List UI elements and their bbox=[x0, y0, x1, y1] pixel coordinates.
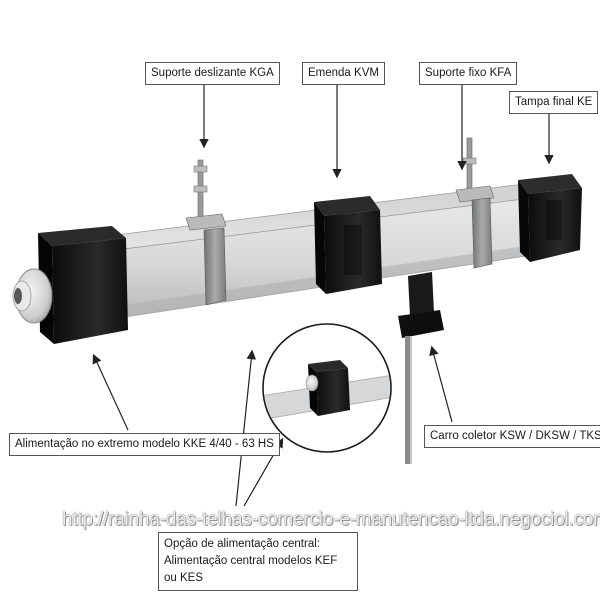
joint-cover bbox=[314, 196, 382, 294]
cable-gland-hole bbox=[14, 288, 22, 304]
trolley-cable-highlight bbox=[410, 336, 412, 464]
watermark-url: http://rainha-das-telhas-comercio-e-manu… bbox=[62, 509, 600, 530]
end-cap-front bbox=[528, 188, 582, 262]
end-feed-front bbox=[52, 238, 128, 344]
central-feed-detail bbox=[262, 323, 392, 453]
end-cap-recess bbox=[546, 200, 562, 240]
detail-feed-box bbox=[316, 368, 350, 416]
fixed-support-rod bbox=[466, 137, 473, 197]
sliding-support-strap bbox=[203, 227, 227, 306]
collector-trolley bbox=[398, 272, 444, 464]
sliding-support-clamp bbox=[185, 213, 227, 231]
label-fixed-support: Suporte fixo KFA bbox=[419, 62, 518, 85]
label-central-feed-line1: Opção de alimentação central: bbox=[164, 538, 320, 550]
joint-cover-recess bbox=[344, 225, 362, 275]
detail-content bbox=[264, 360, 390, 421]
label-sliding-support: Suporte deslizante KGA bbox=[145, 62, 280, 85]
fixed-support-strap bbox=[471, 197, 493, 269]
detail-feed-top bbox=[308, 360, 348, 372]
fixed-support-clamp bbox=[455, 185, 495, 203]
joint-cover-side bbox=[314, 202, 326, 294]
end-feed-box bbox=[12, 226, 128, 344]
sliding-support-nut bbox=[193, 165, 208, 173]
arrow-carro bbox=[429, 345, 453, 423]
arrow-central-rail bbox=[235, 349, 257, 507]
sliding-support bbox=[185, 159, 227, 306]
fixed-support bbox=[455, 137, 495, 269]
joint-cover-top bbox=[314, 196, 380, 216]
fixed-support-nut bbox=[462, 157, 477, 165]
trolley-body bbox=[408, 272, 434, 316]
leader-lines bbox=[92, 82, 554, 507]
label-end-feed: Alimentação no extremo modelo KKE 4/40 -… bbox=[9, 433, 280, 456]
end-cap bbox=[518, 174, 582, 262]
end-cap-top bbox=[518, 174, 582, 194]
label-end-cap: Tampa final KE bbox=[509, 91, 599, 114]
detail-gland bbox=[305, 374, 319, 392]
label-central-feed-line2: Alimentação central modelos KEF ou KES bbox=[164, 555, 338, 584]
sliding-support-nut-2 bbox=[193, 185, 208, 193]
joint-cover-front bbox=[324, 210, 382, 294]
end-feed-top bbox=[38, 226, 126, 246]
end-cap-side bbox=[518, 180, 530, 262]
label-central-feed: Opção de alimentação central: Alimentaçã… bbox=[158, 532, 358, 591]
trolley-base bbox=[398, 310, 444, 338]
trolley-cable bbox=[405, 336, 410, 464]
label-collector-trolley: Carro coletor KSW / DKSW / TKSW bbox=[424, 425, 600, 448]
arrow-kke bbox=[92, 353, 129, 431]
label-joint: Emenda KVM bbox=[302, 62, 385, 85]
